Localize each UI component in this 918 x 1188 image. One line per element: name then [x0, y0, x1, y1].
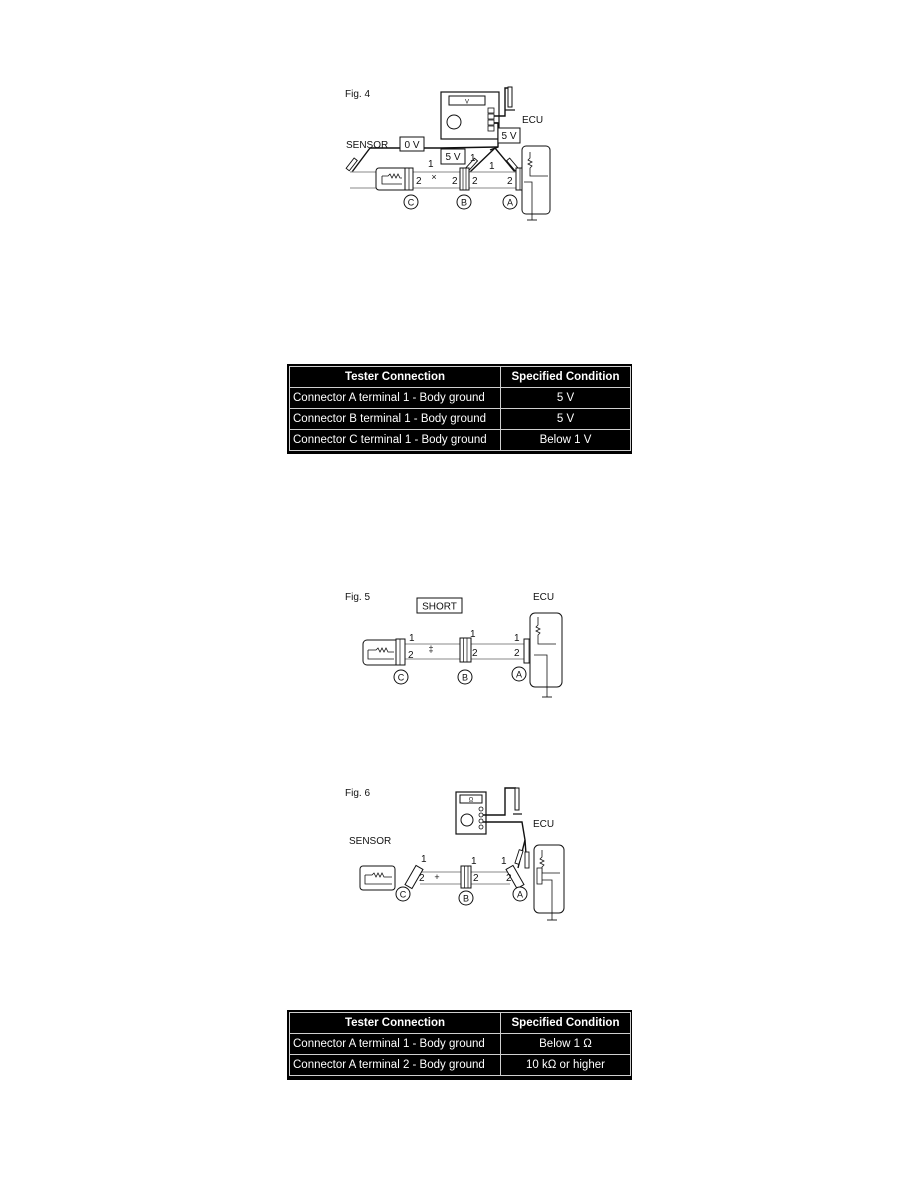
connector-c-label: C — [395, 886, 411, 902]
fig4-terminal-2: 2 — [452, 176, 458, 187]
fig5-ecu-label: ECU — [533, 592, 554, 603]
connector-c-label: C — [393, 669, 409, 685]
svg-text:A: A — [517, 890, 523, 900]
connector-a-label: A — [511, 666, 527, 682]
fig4-sensor-label: SENSOR — [346, 140, 388, 151]
fig4-terminal-2: 2 — [416, 176, 422, 187]
header-specified-condition: Specified Condition — [500, 1012, 631, 1034]
table-header-row: Tester Connection Specified Condition — [289, 366, 631, 388]
table-row: Connector A terminal 2 - Body ground 10 … — [289, 1054, 631, 1076]
figure-4: Fig. 4 V SENSOR 0 V — [330, 80, 570, 230]
table-row: Connector C terminal 1 - Body ground Bel… — [289, 429, 631, 451]
fig6-wiring-diagram: Fig. 6 Ω SENSOR ECU + — [345, 787, 565, 921]
table-row: Connector A terminal 1 - Body ground Bel… — [289, 1033, 631, 1055]
figure-6: Fig. 6 Ω SENSOR ECU + — [330, 780, 570, 925]
fig5-terminal-1: 1 — [514, 633, 520, 644]
fig5-terminal-1: 1 — [409, 633, 415, 644]
tester-connection-cell: Connector B terminal 1 - Body ground — [289, 408, 501, 430]
fig4-meter-mode: V — [465, 100, 469, 106]
fig4-ecu-voltage: 5 V — [501, 131, 516, 142]
fig4-sensor-voltage: 0 V — [404, 140, 419, 151]
short-mark-icon: ‡ — [428, 644, 433, 654]
fig6-terminal-1: 1 — [501, 856, 507, 867]
specified-condition-cell: Below 1 Ω — [500, 1033, 631, 1055]
fig5-terminal-2: 2 — [408, 650, 414, 661]
fig6-terminal-2: 2 — [506, 873, 512, 884]
fig4-mid-voltage: 5 V — [445, 152, 460, 163]
resistance-spec-table: Tester Connection Specified Condition Co… — [287, 1010, 632, 1080]
svg-text:B: B — [461, 198, 467, 208]
tester-connection-cell: Connector A terminal 1 - Body ground — [289, 387, 501, 409]
tester-connection-cell: Connector C terminal 1 - Body ground — [289, 429, 501, 451]
svg-text:A: A — [516, 670, 522, 680]
tester-connection-cell: Connector A terminal 1 - Body ground — [289, 1033, 501, 1055]
figure-5: Fig. 5 SHORT ECU ‡ 1 2 1 2 1 2 — [330, 585, 570, 705]
connector-b-label: B — [457, 669, 473, 685]
open-circuit-mark-icon: + — [434, 872, 439, 882]
svg-text:C: C — [398, 673, 405, 683]
specified-condition-cell: 5 V — [500, 408, 631, 430]
fig4-terminal-1: 1 — [489, 161, 495, 172]
connector-a-label: A — [502, 194, 518, 210]
svg-text:A: A — [507, 198, 513, 208]
fig6-sensor-label: SENSOR — [349, 836, 391, 847]
svg-text:C: C — [400, 890, 407, 900]
fig4-terminal-1: 1 — [428, 159, 434, 170]
fig4-terminal-1: 1 — [470, 153, 476, 164]
fig6-caption: Fig. 6 — [345, 788, 370, 799]
svg-text:C: C — [408, 198, 415, 208]
specified-condition-cell: Below 1 V — [500, 429, 631, 451]
fig6-terminal-1: 1 — [471, 856, 477, 867]
svg-text:B: B — [463, 894, 469, 904]
specified-condition-cell: 10 kΩ or higher — [500, 1054, 631, 1076]
fig5-terminal-1: 1 — [470, 629, 476, 640]
header-tester-connection: Tester Connection — [289, 1012, 501, 1034]
fig4-wiring-diagram: Fig. 4 V SENSOR 0 V — [345, 86, 551, 221]
connector-b-label: B — [458, 890, 474, 906]
fig5-caption: Fig. 5 — [345, 592, 370, 603]
fig6-terminal-2: 2 — [473, 873, 479, 884]
table-header-row: Tester Connection Specified Condition — [289, 1012, 631, 1034]
voltage-spec-table: Tester Connection Specified Condition Co… — [287, 364, 632, 454]
connector-b-label: B — [456, 194, 472, 210]
ohmmeter-icon: Ω — [455, 791, 487, 835]
fig4-terminal-2: 2 — [507, 176, 513, 187]
fig4-terminal-2: 2 — [472, 176, 478, 187]
fig6-terminal-1: 1 — [421, 854, 427, 865]
table-row: Connector B terminal 1 - Body ground 5 V — [289, 408, 631, 430]
fig5-terminal-2: 2 — [514, 648, 520, 659]
table-row: Connector A terminal 1 - Body ground 5 V — [289, 387, 631, 409]
svg-text:B: B — [462, 673, 468, 683]
header-specified-condition: Specified Condition — [500, 366, 631, 388]
fig5-terminal-2: 2 — [472, 648, 478, 659]
fig5-wiring-diagram: Fig. 5 SHORT ECU ‡ 1 2 1 2 1 2 — [345, 592, 563, 698]
fig4-caption: Fig. 4 — [345, 89, 370, 100]
fig5-short-label: SHORT — [422, 602, 457, 613]
header-tester-connection: Tester Connection — [289, 366, 501, 388]
connector-c-label: C — [403, 194, 419, 210]
fig6-terminal-2: 2 — [419, 873, 425, 884]
tester-connection-cell: Connector A terminal 2 - Body ground — [289, 1054, 501, 1076]
fig4-ecu-label: ECU — [522, 115, 543, 126]
multimeter-icon: V — [440, 91, 500, 140]
open-circuit-x-icon: × — [431, 172, 436, 182]
specified-condition-cell: 5 V — [500, 387, 631, 409]
connector-a-label: A — [512, 886, 528, 902]
fig6-meter-mode: Ω — [469, 798, 474, 804]
fig6-ecu-label: ECU — [533, 819, 554, 830]
